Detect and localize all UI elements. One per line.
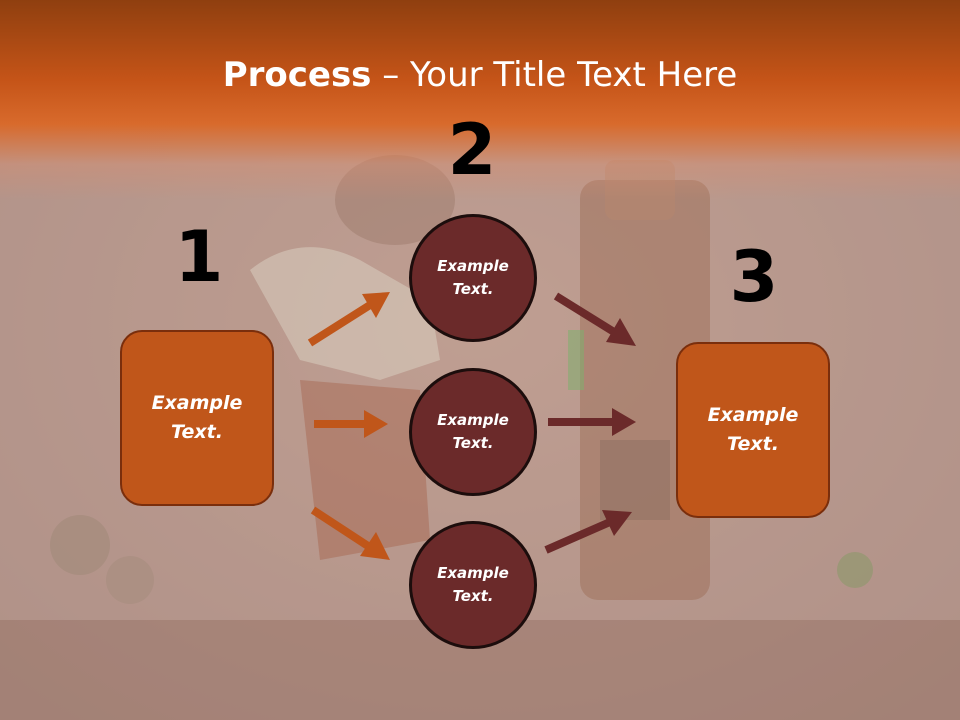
step-box-3-label: Example Text. <box>707 404 799 455</box>
middle-circle-2: Example Text. <box>409 368 537 496</box>
slide-title-bold: Process <box>222 55 372 95</box>
arrow-orange-right <box>314 410 388 438</box>
step-number-3: 3 <box>729 236 779 318</box>
arrow-maroon-right <box>548 408 636 436</box>
arrow-maroon-up <box>544 510 632 554</box>
middle-circle-2-label: Example Text. <box>437 411 509 452</box>
step-box-1-label: Example Text. <box>151 392 243 443</box>
step-number-2: 2 <box>447 109 497 191</box>
slide-title: Process – Your Title Text Here <box>0 55 960 95</box>
step-box-1: Example Text. <box>120 330 274 506</box>
middle-circle-1: Example Text. <box>409 214 537 342</box>
step-number-1: 1 <box>174 216 224 298</box>
step-box-3: Example Text. <box>676 342 830 518</box>
arrow-maroon-down <box>553 292 636 346</box>
middle-circle-3-label: Example Text. <box>437 564 509 605</box>
slide-title-rest: – Your Title Text Here <box>371 55 738 95</box>
middle-circle-1-label: Example Text. <box>437 257 509 298</box>
middle-circle-3: Example Text. <box>409 521 537 649</box>
title-band <box>0 0 960 200</box>
arrow-orange-down <box>310 506 390 560</box>
arrow-orange-up <box>307 292 390 347</box>
